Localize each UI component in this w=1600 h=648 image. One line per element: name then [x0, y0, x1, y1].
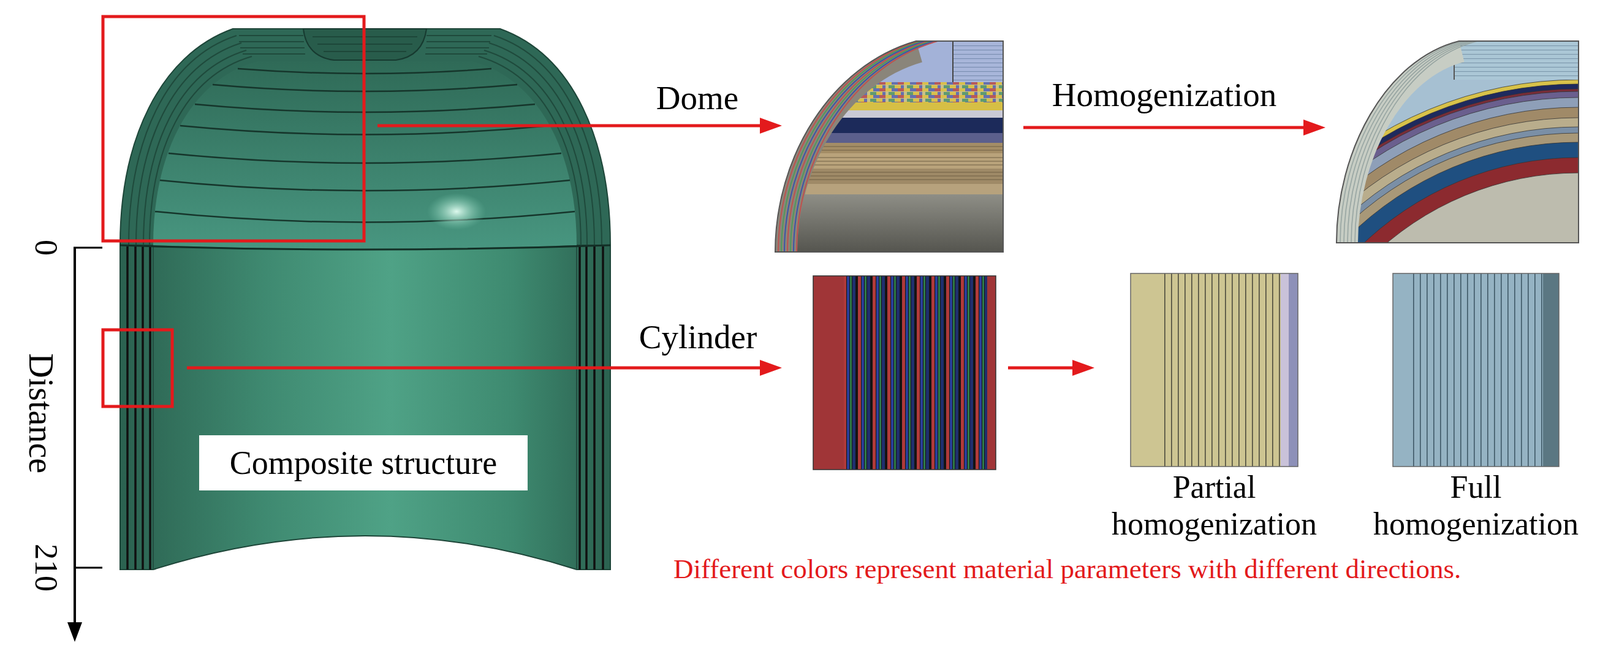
pressure-vessel [578, 246, 581, 570]
dome-layup-detail [775, 194, 1004, 252]
cylinder-layup-detail [987, 275, 996, 470]
distance-axis [73, 246, 103, 249]
dome-layup-detail [775, 41, 1004, 252]
dome-layup-detail [775, 183, 1004, 195]
cylinder-layup-detail [813, 275, 844, 470]
dome-layup-detail [775, 110, 1004, 118]
distance-axis [73, 247, 76, 626]
dome-layup-detail [952, 41, 954, 83]
pressure-vessel [120, 245, 611, 250]
partial-homogenization-panel [1130, 273, 1298, 467]
partial-homogenization-panel [1288, 273, 1298, 467]
arrow [1023, 126, 1307, 130]
arrow-label: Cylinder [639, 317, 757, 357]
arrow [377, 124, 763, 128]
homogenized-dome [1351, 41, 1474, 243]
homogenized-dome [1354, 41, 1478, 243]
layup-panel: Full homogenization [1392, 273, 1559, 467]
dome-layup-detail [790, 41, 932, 252]
panel-caption: Full homogenization [1359, 468, 1593, 543]
homogenized-dome [1454, 41, 1579, 80]
pressure-vessel [425, 35, 492, 54]
arrow [186, 366, 763, 370]
homogenized-dome [1336, 41, 1460, 243]
arrow [759, 117, 782, 134]
homogenized-dome [1336, 41, 1579, 243]
dome-layup-detail [787, 41, 929, 252]
axis-value: 210 [27, 543, 65, 592]
pressure-vessel [153, 245, 577, 570]
callout-box [102, 16, 364, 407]
cylinder-layup-detail [813, 275, 996, 470]
full-homogenization-panel [1543, 273, 1559, 467]
homogenized-dome [1340, 41, 1478, 243]
partial-homogenization-panel [1280, 273, 1289, 467]
distance-axis [67, 621, 83, 642]
dome-layup-detail [952, 41, 1004, 83]
layup-panel: Partial homogenization [1130, 273, 1298, 467]
dome-layup-detail [775, 82, 1004, 103]
callout-box [102, 329, 173, 407]
panel-caption: Partial homogenization [1091, 468, 1338, 543]
dome-layup-detail [781, 41, 923, 252]
homogenized-dome [1340, 41, 1463, 243]
dome-layup-detail [796, 41, 938, 252]
full-homogenization-panel [1392, 273, 1559, 467]
arrow-label: Homogenization [1052, 75, 1278, 114]
pressure-vessel [585, 246, 588, 570]
homogenized-dome [1347, 41, 1471, 243]
arrow [1072, 359, 1095, 376]
pressure-vessel [127, 246, 603, 570]
box-label: Composite structure [229, 443, 497, 482]
full-homogenization-panel [1413, 273, 1544, 467]
distance-axis [73, 566, 103, 569]
dome-layup-detail [775, 41, 917, 252]
label-box: Composite structure [199, 435, 528, 491]
axis-title: Distance [21, 352, 61, 474]
pressure-vessel [238, 35, 306, 54]
partial-homogenization-panel [1130, 273, 1298, 467]
dome-layup-detail [775, 41, 1004, 252]
cylinder-layup-detail [843, 275, 988, 470]
dome-layup-detail [775, 41, 1004, 252]
partial-homogenization-panel [1130, 273, 1298, 467]
dome-layup-detail [775, 102, 1004, 111]
arrow [759, 359, 782, 376]
distance-axis [67, 247, 103, 642]
full-homogenization-panel [1392, 273, 1559, 467]
pressure-vessel [427, 193, 486, 230]
dome-layup-detail [793, 41, 935, 252]
pressure-vessel [601, 246, 605, 570]
partial-homogenization-panel [1163, 273, 1281, 467]
pressure-vessel [120, 245, 611, 570]
callout-box [102, 16, 364, 241]
arrow-label: Dome [656, 78, 739, 118]
note: Different colors represent material para… [673, 553, 1461, 586]
dome-layup-detail [784, 41, 926, 252]
cylinder-layup-detail [813, 275, 996, 470]
pressure-vessel [593, 246, 596, 570]
arrow [1008, 366, 1076, 370]
arrow [1303, 119, 1326, 136]
dome-layup-detail [778, 41, 938, 252]
full-homogenization-panel [1392, 273, 1559, 467]
axis-value: 0 [27, 239, 65, 256]
